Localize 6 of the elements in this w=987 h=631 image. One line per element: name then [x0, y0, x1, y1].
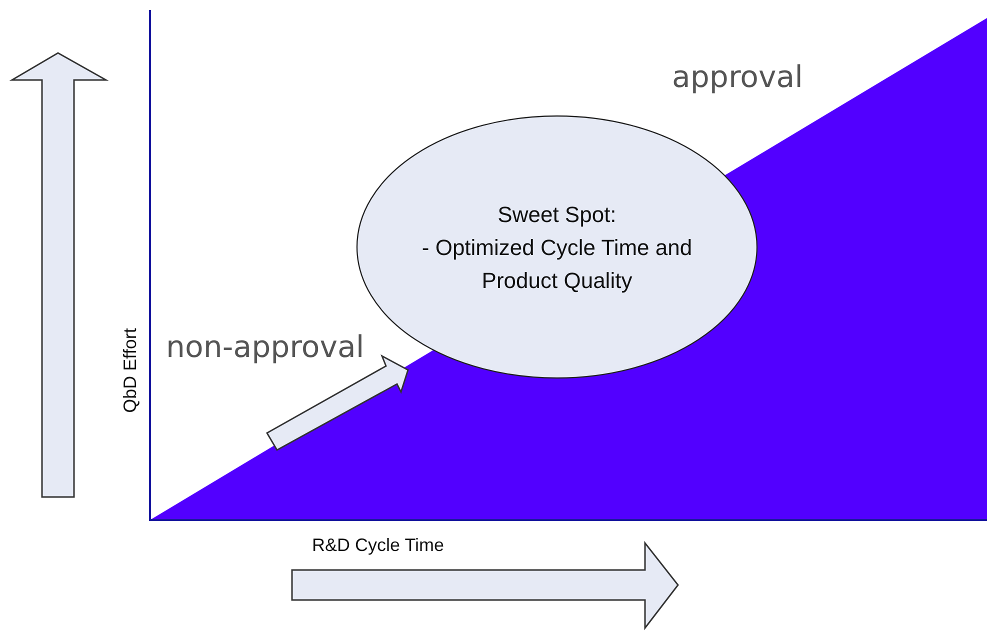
- axis-title: R&D Cycle Time: [312, 535, 444, 556]
- node-text: - Optimized Cycle Time and Product Quality: [420, 234, 694, 295]
- region-label: non-approval: [166, 330, 364, 365]
- region-label: approval: [672, 60, 803, 95]
- node-heading: Sweet Spot:: [498, 200, 616, 229]
- axis-title: QbD Effort: [119, 328, 140, 412]
